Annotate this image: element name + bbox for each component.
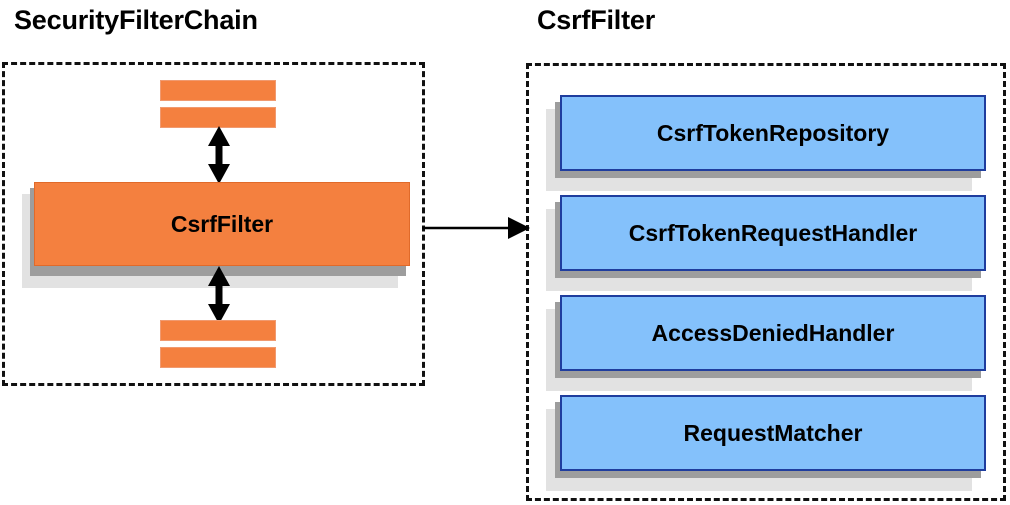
panel-title-csrffilter: CsrfFilter	[537, 5, 656, 35]
component-block-face[interactable]: CsrfTokenRequestHandler	[560, 195, 986, 271]
panel-title-securityfilterchain: SecurityFilterChain	[14, 5, 258, 35]
component-block-label: AccessDeniedHandler	[651, 319, 895, 346]
top-bidirectional-arrow	[208, 126, 230, 184]
csrffilter-expansion-arrow	[422, 217, 530, 239]
filter-bar-bottom-2	[160, 347, 276, 368]
filter-bar-bottom-1	[160, 320, 276, 341]
csrffilter-block[interactable]: CsrfFilter	[22, 182, 410, 290]
component-block-label: RequestMatcher	[683, 419, 863, 446]
component-block-face[interactable]: AccessDeniedHandler	[560, 295, 986, 371]
filter-bar-top-2	[160, 107, 276, 128]
component-block-label: CsrfTokenRepository	[656, 119, 890, 146]
csrffilter-block-label: CsrfFilter	[170, 210, 274, 237]
component-block-face[interactable]: RequestMatcher	[560, 395, 986, 471]
securityfilterchain-container	[2, 62, 425, 386]
csrffilter-container	[526, 63, 1006, 501]
filter-bar-top-1	[160, 80, 276, 101]
component-block-accessdeniedhandler[interactable]: AccessDeniedHandler	[546, 295, 986, 393]
component-block-csrftokenrequesthandler[interactable]: CsrfTokenRequestHandler	[546, 195, 986, 293]
component-block-face[interactable]: CsrfTokenRepository	[560, 95, 986, 171]
csrffilter-block-face[interactable]: CsrfFilter	[34, 182, 410, 266]
component-block-label: CsrfTokenRequestHandler	[628, 219, 918, 246]
component-block-requestmatcher[interactable]: RequestMatcher	[546, 395, 986, 493]
component-block-csrftokenrepository[interactable]: CsrfTokenRepository	[546, 95, 986, 193]
bottom-bidirectional-arrow	[208, 266, 230, 324]
